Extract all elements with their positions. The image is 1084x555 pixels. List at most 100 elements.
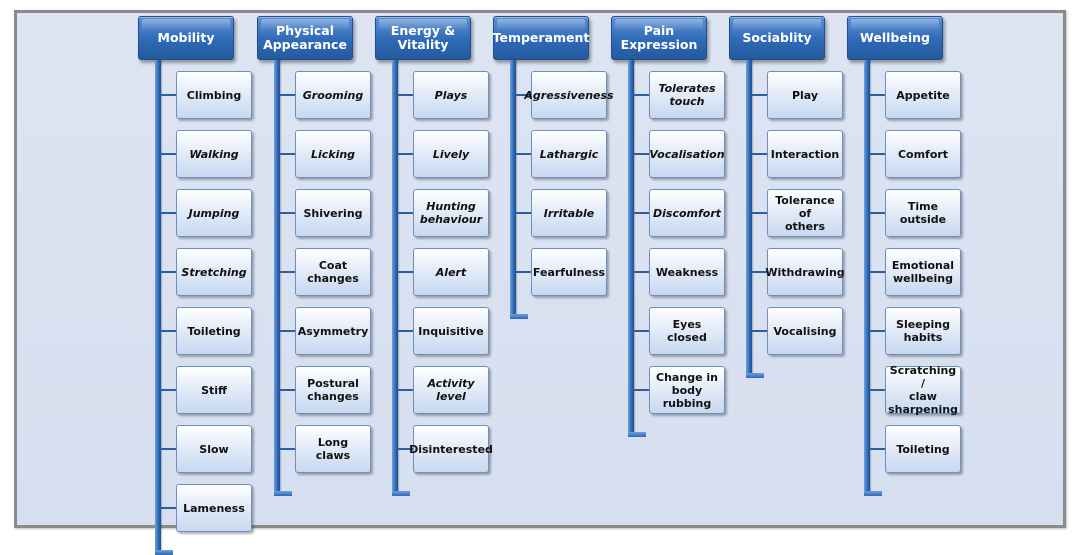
indicator-box: Stiff <box>176 366 252 414</box>
indicator-box: Irritable <box>531 189 607 237</box>
indicator-box: Lameness <box>176 484 252 532</box>
connector-tick <box>160 94 176 96</box>
indicator-box: Appetite <box>885 71 961 119</box>
indicator-box: Licking <box>295 130 371 178</box>
connector-spine <box>155 60 161 554</box>
connector-tick <box>515 153 531 155</box>
connector-spine <box>628 60 634 436</box>
connector-spine <box>510 60 516 318</box>
connector-tick <box>869 271 885 273</box>
indicator-box: Postural changes <box>295 366 371 414</box>
connector-tick <box>160 271 176 273</box>
indicator-box: Long claws <box>295 425 371 473</box>
indicator-box: Vocalising <box>767 307 843 355</box>
indicator-box: Emotional wellbeing <box>885 248 961 296</box>
indicator-box: Plays <box>413 71 489 119</box>
indicator-box: Toileting <box>885 425 961 473</box>
connector-tick <box>751 212 767 214</box>
indicator-box: Alert <box>413 248 489 296</box>
connector-tick <box>279 330 295 332</box>
indicator-box: Weakness <box>649 248 725 296</box>
indicator-box: Walking <box>176 130 252 178</box>
connector-foot <box>274 491 292 496</box>
connector-tick <box>751 330 767 332</box>
connector-tick <box>397 271 413 273</box>
connector-tick <box>515 271 531 273</box>
indicator-box: Fearfulness <box>531 248 607 296</box>
connector-tick <box>160 507 176 509</box>
connector-foot <box>628 432 646 437</box>
connector-tick <box>869 212 885 214</box>
indicator-box: Stretching <box>176 248 252 296</box>
connector-foot <box>510 314 528 319</box>
connector-tick <box>869 94 885 96</box>
connector-tick <box>515 94 531 96</box>
connector-tick <box>515 212 531 214</box>
connector-tick <box>279 389 295 391</box>
category-header: Physical Appearance <box>257 16 353 60</box>
connector-tick <box>160 389 176 391</box>
connector-tick <box>397 389 413 391</box>
connector-tick <box>751 153 767 155</box>
indicator-box: Coat changes <box>295 248 371 296</box>
connector-tick <box>397 94 413 96</box>
indicator-box: Interaction <box>767 130 843 178</box>
category-header: Pain Expression <box>611 16 707 60</box>
indicator-box: Withdrawing <box>765 248 845 296</box>
connector-tick <box>279 153 295 155</box>
connector-tick <box>160 153 176 155</box>
indicator-box: Eyes closed <box>649 307 725 355</box>
category-header: Sociablity <box>729 16 825 60</box>
connector-tick <box>633 153 649 155</box>
indicator-box: Play <box>767 71 843 119</box>
indicator-box: Agressiveness <box>524 71 614 119</box>
connector-tick <box>397 330 413 332</box>
connector-tick <box>279 212 295 214</box>
indicator-box: Activity level <box>413 366 489 414</box>
connector-tick <box>397 448 413 450</box>
connector-tick <box>869 330 885 332</box>
connector-tick <box>633 94 649 96</box>
indicator-box: Scratching / claw sharpening <box>885 364 961 416</box>
connector-tick <box>397 153 413 155</box>
indicator-box: Asymmetry <box>295 307 371 355</box>
connector-tick <box>869 153 885 155</box>
connector-tick <box>633 212 649 214</box>
indicator-box: Vocalisation <box>649 130 725 178</box>
connector-tick <box>279 94 295 96</box>
indicator-box: Tolerates touch <box>649 71 725 119</box>
connector-spine <box>274 60 280 495</box>
category-header: Mobility <box>138 16 234 60</box>
connector-tick <box>279 448 295 450</box>
category-header: Energy & Vitality <box>375 16 471 60</box>
indicator-box: Shivering <box>295 189 371 237</box>
indicator-box: Discomfort <box>649 189 725 237</box>
connector-tick <box>751 94 767 96</box>
connector-foot <box>746 373 764 378</box>
indicator-box: Tolerance of others <box>767 189 843 237</box>
indicator-box: Disinterested <box>409 425 493 473</box>
indicator-box: Jumping <box>176 189 252 237</box>
indicator-box: Grooming <box>295 71 371 119</box>
connector-spine <box>746 60 752 377</box>
connector-foot <box>392 491 410 496</box>
indicator-box: Lively <box>413 130 489 178</box>
connector-tick <box>633 330 649 332</box>
connector-tick <box>633 389 649 391</box>
indicator-box: Change in body rubbing <box>649 366 725 414</box>
connector-tick <box>397 212 413 214</box>
connector-tick <box>751 271 767 273</box>
indicator-box: Time outside <box>885 189 961 237</box>
connector-spine <box>392 60 398 495</box>
indicator-box: Sleeping habits <box>885 307 961 355</box>
connector-foot <box>864 491 882 496</box>
connector-tick <box>633 271 649 273</box>
connector-tick <box>869 448 885 450</box>
connector-tick <box>160 330 176 332</box>
connector-tick <box>160 448 176 450</box>
indicator-box: Inquisitive <box>413 307 489 355</box>
indicator-box: Lathargic <box>531 130 607 178</box>
connector-tick <box>279 271 295 273</box>
indicator-box: Hunting behaviour <box>413 189 489 237</box>
category-header: Wellbeing <box>847 16 943 60</box>
